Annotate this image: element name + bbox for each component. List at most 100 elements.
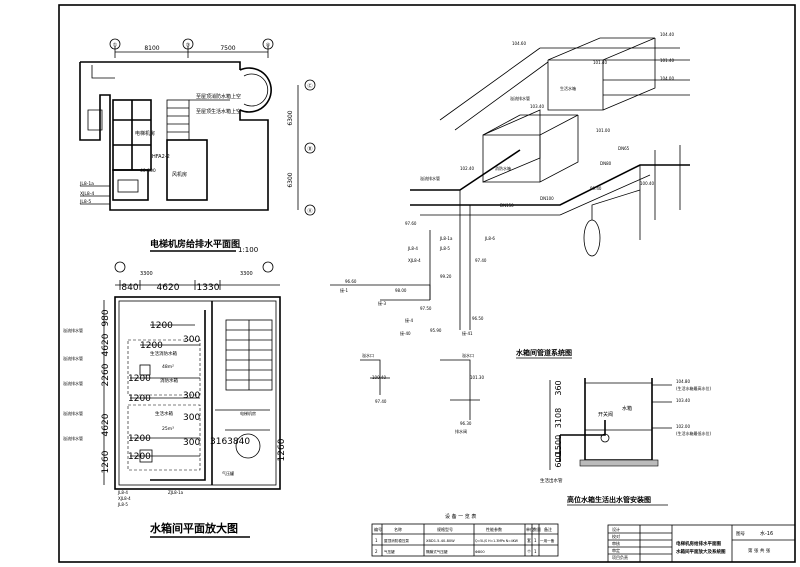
- plan-top: ① ③ ④ 8100 7500 Ⓒ Ⓑ Ⓐ 6300 6300 至屋顶消防水箱上…: [79, 38, 316, 254]
- elev: 100.40: [372, 375, 386, 380]
- pipe-tag: XJL8-4: [80, 191, 94, 197]
- dim-top: 4620: [157, 283, 180, 293]
- label: 溢水口: [362, 352, 374, 358]
- tank-1: [127, 339, 201, 396]
- room-label: 生活水箱: [155, 410, 173, 417]
- elev: 98.00: [395, 288, 407, 293]
- cell: Φ800: [475, 550, 485, 554]
- note: 溢流排水管: [63, 435, 83, 441]
- elev: 103.40: [676, 398, 690, 403]
- tb-label: 审核: [612, 540, 620, 546]
- elev: 101.40: [593, 60, 607, 65]
- axis-label: Ⓒ: [307, 83, 312, 90]
- dim-right: 1260: [277, 438, 287, 461]
- pipe-tag: JL8-5: [79, 199, 91, 205]
- callout: 1200: [128, 374, 151, 384]
- tb-label: 项目负责: [612, 554, 628, 560]
- note: (生活水箱最低水位): [676, 430, 712, 436]
- dim: 300: [183, 413, 200, 423]
- drawing-title: 水箱间平面放大图: [150, 521, 238, 535]
- tank-detail: 360 3108 1500 600 104.80 (生活水箱最高水位) 103.…: [540, 378, 712, 506]
- pipe-tag: JL8-1a: [79, 181, 94, 187]
- pipe-tag: JL8-4: [117, 490, 128, 495]
- title-block: 设计 校对 审核 审定 项目负责 电梯机房给排水平面图 水箱间平面放大及系统图 …: [607, 524, 796, 563]
- elev: 101.40: [660, 58, 674, 63]
- dim-top: 840: [121, 283, 138, 293]
- scale-label: 1:100: [238, 246, 258, 254]
- tb-label: 设计: [612, 526, 620, 532]
- pressure-tank: [583, 219, 601, 257]
- elev: 97.40: [375, 399, 387, 404]
- tb-label: 图号: [736, 531, 745, 537]
- cell: 1: [534, 549, 537, 554]
- dim-left: 4620: [101, 413, 111, 436]
- dim-left: 4620: [101, 333, 111, 356]
- elev: 103.40: [530, 104, 544, 109]
- dim-left: 2260: [101, 363, 111, 386]
- dim: 1500: [554, 435, 563, 455]
- dim: 3108: [554, 408, 563, 428]
- pipe-tag: XJL8-4: [118, 496, 131, 501]
- dim: 3300: [140, 271, 153, 277]
- note: 溢流排水管: [420, 175, 440, 181]
- dim: 600: [554, 452, 563, 467]
- pipe-tag: 接-41: [462, 330, 473, 336]
- pipe-tag: 接-40: [400, 330, 411, 336]
- cell: Q=5L/S H=1.3MPa N=4KW: [475, 539, 519, 543]
- label: 溢水口: [462, 352, 474, 358]
- dim-top: 1330: [197, 283, 220, 293]
- dim: 300: [183, 335, 200, 345]
- system-diagram: 104.60 101.40 104.40 101.40 103.40 101.0…: [330, 32, 690, 434]
- elev: 99.40: [590, 186, 602, 191]
- elev: 97.60: [405, 221, 417, 226]
- tank-wall: [584, 378, 653, 461]
- dim: 300: [183, 438, 200, 448]
- dim: 3300: [240, 271, 253, 277]
- pipe-size: DN65: [618, 146, 630, 151]
- plan-bottom: 3300 3300 840 4620 1330 生活消防水箱 48m² 生活水箱…: [63, 261, 287, 538]
- room-label: HFA2-2: [152, 154, 170, 160]
- elev: 96.30: [460, 421, 472, 426]
- pipe-size: DN100: [540, 196, 554, 201]
- callout: 1200: [140, 341, 163, 351]
- callout: 1200: [150, 321, 173, 331]
- tb-page: 第 张 共 张: [748, 547, 771, 554]
- callout: 1200: [128, 452, 151, 462]
- axis-label: Ⓑ: [307, 146, 312, 153]
- tb-label: 审定: [612, 547, 620, 553]
- pipe-tag: JL8-1a: [439, 236, 453, 241]
- dim-left: 1260: [101, 450, 111, 473]
- note: 溢流排水管: [63, 355, 83, 361]
- elev: 97.50: [420, 306, 432, 311]
- elev: 104.60: [512, 41, 526, 46]
- sheet-number: 水-16: [760, 530, 773, 537]
- cell: XBD1.5-40-80W: [426, 539, 455, 543]
- pipe-tag: 接-4: [405, 317, 413, 323]
- header: 规格型号: [437, 526, 453, 532]
- dim-left: 980: [101, 309, 111, 326]
- dim: 300: [183, 391, 200, 401]
- tb-label: 校对: [612, 533, 620, 539]
- pipe-tag: 接-3: [378, 300, 386, 306]
- pipe-tag: JL8-4: [407, 246, 418, 251]
- label: 生活出水管: [540, 477, 563, 484]
- label: 开关阀: [598, 411, 613, 418]
- note: 溢流排水管: [63, 327, 83, 333]
- elev: 96.60: [345, 279, 357, 284]
- elev: 100.40: [640, 181, 654, 186]
- label: 气压罐: [222, 470, 234, 476]
- pipe-tag: JL8-5: [117, 502, 128, 507]
- dim-v: 6300: [287, 172, 294, 187]
- callout: 1200: [128, 434, 151, 444]
- tb-drawing-name: 电梯机房给排水平面图: [676, 540, 721, 547]
- elev: 99.20: [440, 274, 452, 279]
- drawing-title: 水箱间管道系统图: [516, 348, 572, 357]
- header: 单位: [526, 526, 534, 532]
- note: 溢流排水管: [63, 380, 83, 386]
- cell: 个: [527, 549, 531, 554]
- dim-h: 8100: [144, 45, 159, 52]
- header: 数量: [533, 526, 541, 532]
- header: 性能参数: [486, 526, 502, 532]
- tank-2: [127, 404, 201, 471]
